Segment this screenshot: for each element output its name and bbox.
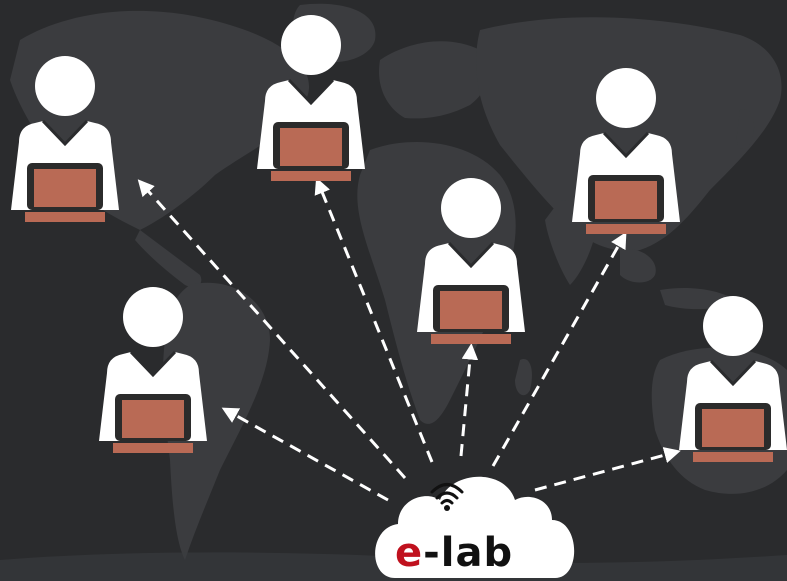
world-map: [0, 3, 787, 581]
brand-logo: e-lab: [395, 530, 513, 576]
arrow-to-user-1: [137, 179, 407, 480]
arrow-to-user-5: [221, 407, 389, 502]
elab-cloud: e-lab: [375, 476, 575, 578]
connection-arrows: [137, 177, 681, 502]
wifi-icon: [430, 483, 464, 505]
brand-suffix: -lab: [423, 530, 513, 576]
arrow-to-user-2: [314, 177, 434, 463]
brand-prefix: e: [395, 530, 423, 576]
wifi-dot: [444, 505, 450, 511]
arrow-to-user-4: [491, 231, 627, 467]
cloud-icon: [375, 476, 575, 578]
arrow-to-user-6: [534, 447, 681, 492]
arrow-to-user-3: [459, 343, 479, 457]
